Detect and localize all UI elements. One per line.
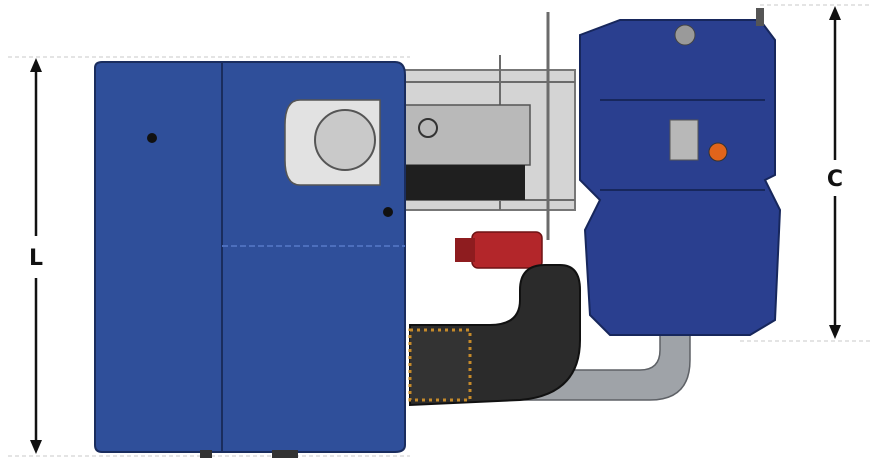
dimension-l: L xyxy=(29,58,43,454)
housing-bolt xyxy=(147,133,157,143)
dimension-c: C xyxy=(827,6,843,339)
dimension-l-label: L xyxy=(29,246,43,271)
pump-body xyxy=(579,8,782,336)
red-nozzle xyxy=(455,231,543,269)
housing-bolt xyxy=(383,207,393,217)
dimension-c-label: C xyxy=(827,167,843,192)
pump-valve-icon xyxy=(708,142,728,162)
reference-lines xyxy=(8,4,872,457)
motor-block xyxy=(404,104,531,200)
fan-housing xyxy=(284,99,381,186)
air-hose xyxy=(408,264,581,407)
